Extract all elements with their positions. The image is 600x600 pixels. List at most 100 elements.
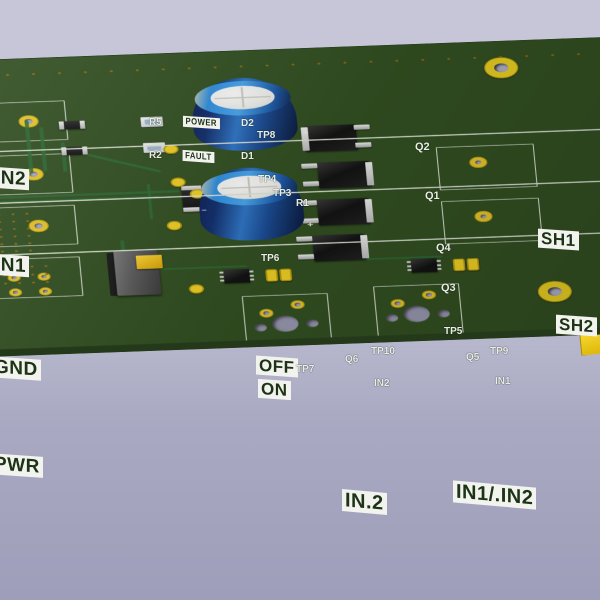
mosfet-lead <box>353 124 370 130</box>
testpoint-TP4 <box>170 177 187 188</box>
via <box>109 70 113 73</box>
testpoint-TP9-a <box>452 258 466 272</box>
ref-Q6: Q6 <box>345 354 359 365</box>
terminal-pad-in2-b <box>17 114 40 128</box>
via <box>447 57 451 60</box>
testpoint-TP8 <box>163 144 179 155</box>
via <box>31 73 36 76</box>
net-label-in1-testpoint: IN1 <box>495 376 511 387</box>
trace-sig-c <box>60 142 68 172</box>
mounting-hole-top-right <box>483 56 520 79</box>
silk-divider-1 <box>0 127 600 157</box>
mosfet-lead <box>297 254 315 260</box>
capacitor-positive-mark: + <box>306 220 314 229</box>
ref-R1: R1 <box>296 198 309 209</box>
mosfet-lead <box>301 163 318 169</box>
via <box>17 282 22 285</box>
via <box>5 74 10 77</box>
via <box>343 61 347 64</box>
switch-actuator[interactable] <box>135 254 163 270</box>
mounting-hole-bore <box>493 63 509 73</box>
net-label-in2-testpoint: IN2 <box>374 378 390 389</box>
trace-sig-b <box>39 127 48 172</box>
mounting-hole-bore <box>547 287 563 296</box>
terminal-outline-in2 <box>0 100 69 147</box>
mosfet-lead <box>302 181 320 187</box>
trace-tp-run <box>146 183 154 220</box>
ref-TP3: TP3 <box>273 188 292 199</box>
via <box>421 58 425 61</box>
power-switch[interactable] <box>106 248 163 297</box>
via <box>26 227 30 230</box>
via <box>473 56 477 59</box>
ref-R2: R2 <box>149 150 162 161</box>
via <box>11 213 15 216</box>
via <box>12 220 16 223</box>
via <box>57 72 61 75</box>
ref-Q5: Q5 <box>466 352 480 363</box>
ref-D2: D2 <box>241 118 254 129</box>
mosfet-lead <box>355 142 372 148</box>
via <box>31 273 35 276</box>
mosfet-Q3 <box>296 233 370 262</box>
testpoint-TP10-a <box>265 268 279 282</box>
testpoint-TP9-b <box>466 257 480 271</box>
capacitor-body <box>188 76 300 153</box>
ref-TP6: TP6 <box>261 253 280 264</box>
edge-label-in2: IN2 <box>0 166 30 191</box>
capacitor-sleeve <box>193 79 293 118</box>
via-row-board-edge <box>0 37 600 77</box>
via <box>14 250 19 253</box>
via <box>14 242 18 245</box>
via <box>369 60 373 63</box>
switch-label-on: ON <box>258 378 291 401</box>
mosfet-package <box>316 160 372 189</box>
pcb-board[interactable]: − + − + <box>0 36 600 354</box>
ref-TP5: TP5 <box>444 326 463 337</box>
ref-Q3: Q3 <box>441 282 456 294</box>
pcb-top-surface: − + − + <box>0 37 600 354</box>
resistor-R2 <box>61 146 88 156</box>
via <box>27 234 31 237</box>
edge-label-pwr: PWR <box>0 453 43 478</box>
via <box>45 281 50 284</box>
capacitor-top-vent <box>209 84 276 111</box>
via <box>28 242 32 245</box>
ic-Q5 <box>406 258 442 273</box>
shunt-outline-sh1 <box>435 143 538 191</box>
via <box>213 66 217 69</box>
ref-TP9: TP9 <box>490 346 509 357</box>
testpoint-TP6 <box>166 220 183 231</box>
mosfet-Q2 <box>300 124 372 152</box>
via <box>44 265 48 268</box>
via <box>0 250 5 253</box>
via <box>0 243 4 246</box>
ref-D1: D1 <box>241 151 254 162</box>
via <box>550 54 555 57</box>
via <box>26 220 30 223</box>
via <box>12 227 16 230</box>
resistor-R5 <box>58 120 86 130</box>
ref-R5: R5 <box>149 117 162 128</box>
ref-TP10: TP10 <box>371 346 395 357</box>
via <box>3 282 8 285</box>
via <box>30 265 34 268</box>
ref-Q1: Q1 <box>425 190 440 202</box>
shunt-sh1-pad <box>468 156 488 169</box>
via <box>25 212 29 215</box>
capacitor-C1: − + <box>188 76 309 153</box>
mosfet-package <box>303 124 358 152</box>
edge-label-in1: IN1 <box>0 253 30 278</box>
via <box>291 63 295 66</box>
via <box>13 235 17 238</box>
via-array-pwr <box>0 37 600 285</box>
via <box>187 67 191 70</box>
switch-label-off: OFF <box>256 355 298 378</box>
via <box>524 55 529 58</box>
mosfet-package <box>312 233 367 262</box>
silk-value-fault: FAULT <box>182 149 215 164</box>
capacitor-C2: − + <box>195 165 314 243</box>
ref-Q2: Q2 <box>415 141 430 153</box>
